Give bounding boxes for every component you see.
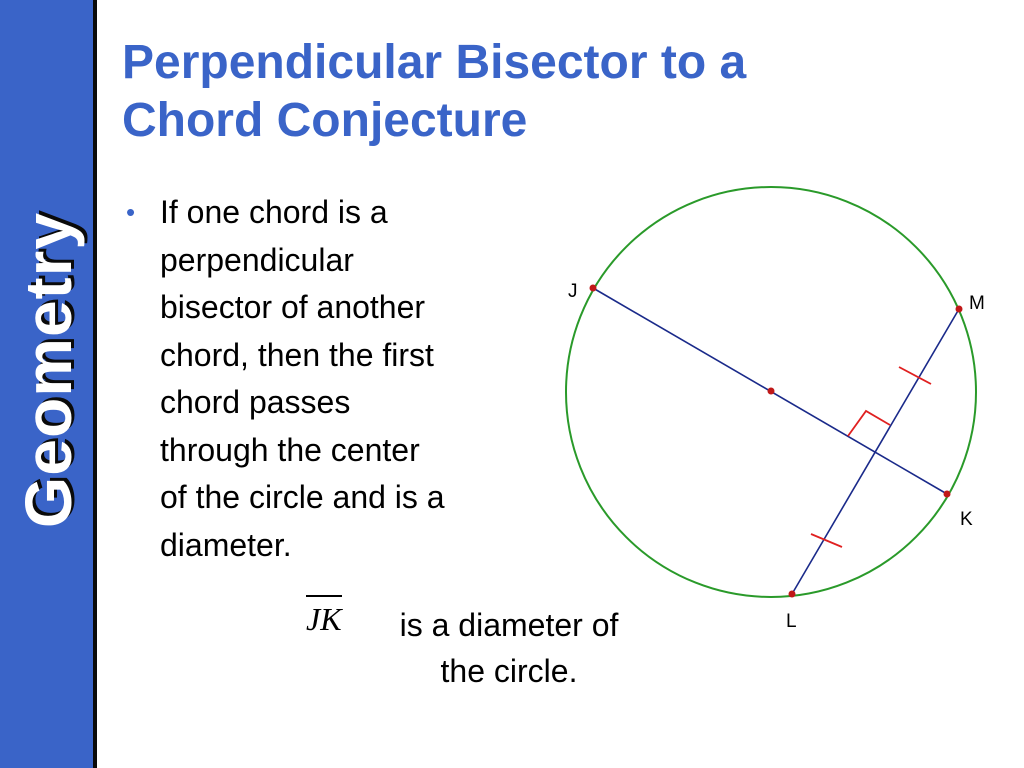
caption-text: is a diameter of the circle. [364,602,654,694]
point-j [589,284,597,292]
bullet-item: • If one chord is a perpendicular bisect… [120,189,540,569]
label-j: J [568,281,578,302]
bullet-line: If one chord is a [160,194,388,230]
bullet-line: perpendicular [160,241,354,278]
bullet-line: chord passes [160,384,351,420]
caption-line-1: is a diameter of [399,607,619,643]
right-angle-mark [847,409,891,437]
title-line-1: Perpendicular Bisector to a [122,36,747,89]
point-m [955,305,963,313]
chord-ml [791,308,960,595]
bullet-line: bisector of another [160,289,426,325]
label-k: K [960,509,973,530]
bullet-line: diameter. [160,526,292,563]
bullet-line: of the circle and is a [160,479,445,515]
bullet-dot-icon: • [126,197,136,227]
caption: JK is a diameter of the circle. [300,592,700,702]
title-line-2: Chord Conjecture [122,94,528,147]
point-center [767,387,775,395]
label-m: M [969,293,985,314]
tick-mark-upper [898,366,932,385]
segment-jk-label: JK [306,595,342,637]
bullet-line: through the center [160,431,420,468]
point-k [943,490,951,498]
sidebar: Geometry [0,0,97,768]
circle [565,186,977,598]
caption-line-2: the circle. [440,653,578,689]
point-l [788,590,796,598]
bullet-list: • If one chord is a perpendicular bisect… [120,189,540,569]
label-l: L [786,611,797,632]
slide-title: Perpendicular Bisector to a Chord Conjec… [122,34,982,150]
tick-mark-lower [810,533,843,548]
bullet-line: chord, then the first [160,336,434,373]
